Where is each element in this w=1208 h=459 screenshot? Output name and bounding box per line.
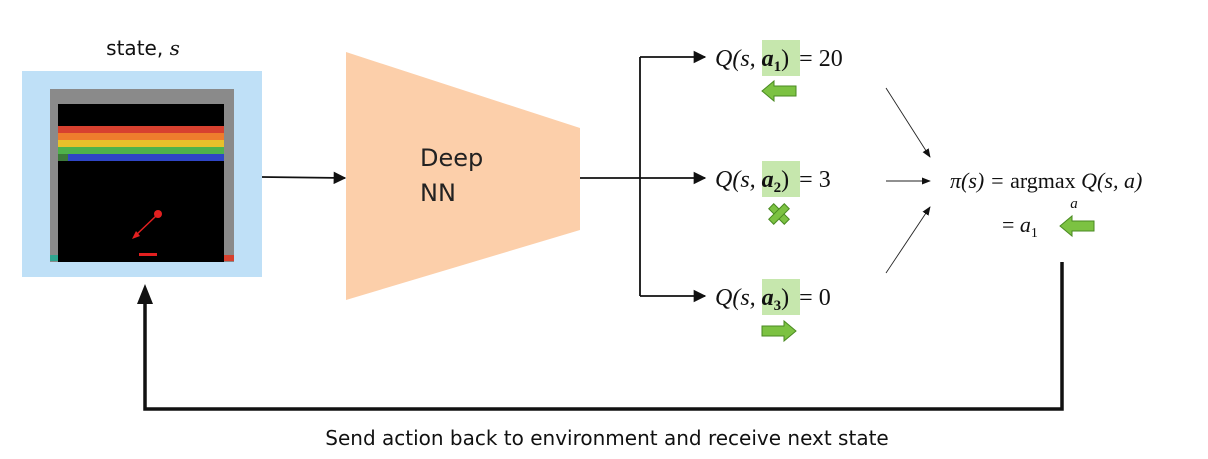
left-arrow-icon (761, 79, 797, 103)
state-label: state, s (106, 36, 180, 60)
ball-trajectory (134, 215, 157, 237)
q-value-3: Q(s,a3)= 0 (715, 279, 831, 343)
q-value-1: Q(s,a1)= 20 (715, 40, 843, 103)
left-wall-marker (50, 255, 58, 261)
q-expression-2: Q(s,a2)= 3 (715, 167, 831, 196)
game-screen (22, 71, 262, 277)
brick-rows (58, 126, 224, 161)
brick-row (58, 126, 224, 133)
feedback-loop-arrow (143, 262, 1064, 411)
policy-expression: π(s) = argmax Q(s, a) a = a1 (950, 168, 1142, 241)
right-wall-marker (224, 255, 234, 261)
game-paddle (139, 253, 157, 256)
deep-nn-shape (346, 52, 580, 300)
cross-icon (768, 203, 790, 225)
deep-nn-label: Deep (420, 144, 483, 172)
action-highlight-2 (762, 161, 800, 197)
arrow-state-to-network (261, 171, 347, 185)
brick-row (58, 147, 224, 154)
policy-argmax-subscript: a (1070, 196, 1078, 212)
policy-formula: π(s) = argmax Q(s, a) (950, 168, 1142, 193)
brick-row-gap (58, 154, 68, 161)
output-branches (580, 50, 707, 303)
brick-row (68, 154, 224, 161)
left-arrow-icon (1059, 214, 1095, 238)
arrow-q3-to-policy (885, 206, 931, 274)
brick-row (58, 133, 224, 140)
ball-trajectory-head (132, 231, 140, 239)
feedback-loop-arrowhead (137, 284, 153, 304)
q-expression-3: Q(s,a3)= 0 (715, 285, 831, 314)
action-highlight-3 (762, 279, 800, 315)
policy-result: = a1 (1002, 212, 1038, 241)
feedback-label: Send action back to environment and rece… (325, 426, 888, 450)
arrow-q1-to-policy (885, 87, 931, 158)
q-value-2: Q(s,a2)= 3 (715, 161, 831, 225)
action-highlight-1 (762, 40, 800, 76)
right-arrow-icon (761, 319, 797, 343)
q-expression-1: Q(s,a1)= 20 (715, 46, 843, 75)
brick-row (58, 140, 224, 147)
deep-nn-label-2: NN (420, 179, 456, 207)
